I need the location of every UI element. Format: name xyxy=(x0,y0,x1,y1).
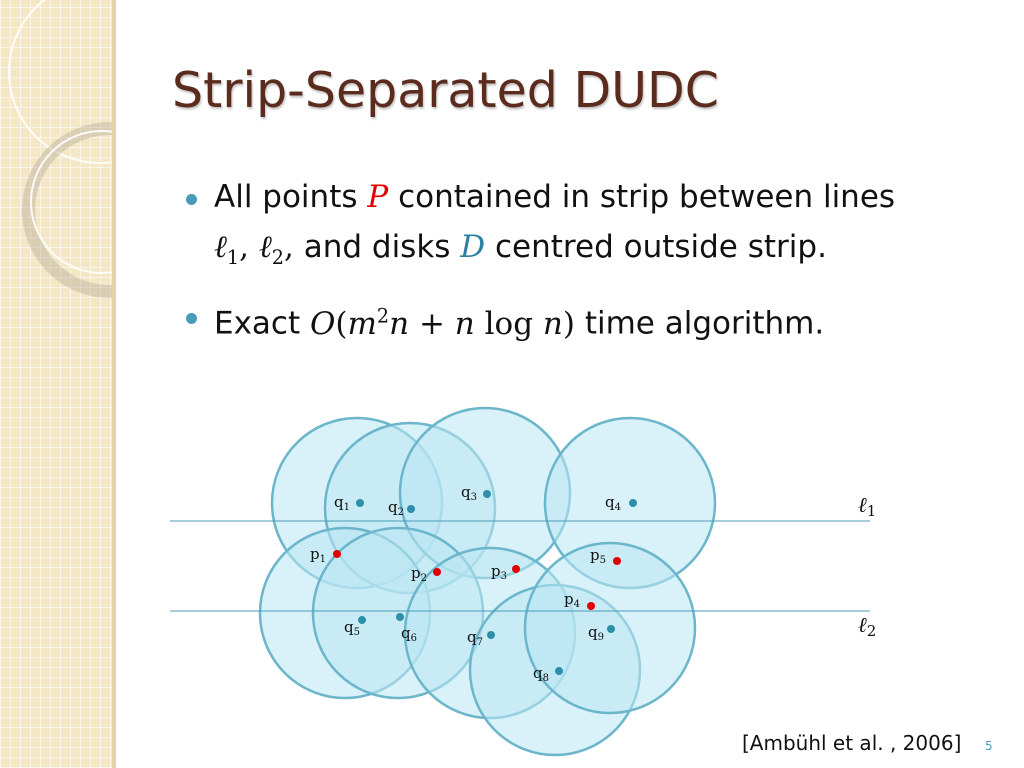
bullet-text: contained in strip between lines xyxy=(388,179,896,215)
point-q xyxy=(555,667,563,675)
line-label: ℓ1 xyxy=(858,493,876,520)
point-q xyxy=(358,616,366,624)
point-q xyxy=(487,631,495,639)
point-q xyxy=(356,499,364,507)
bullet-list: All points P contained in strip between … xyxy=(182,172,1002,357)
decorative-sidebar xyxy=(0,0,112,768)
page-number: 5 xyxy=(985,739,993,753)
bullet-text: centred outside strip. xyxy=(485,229,827,265)
bullet-dot-icon xyxy=(186,313,197,325)
point-q xyxy=(607,625,615,633)
point-p xyxy=(333,550,341,558)
point-p xyxy=(587,602,595,610)
point-q xyxy=(629,499,637,507)
bullet-item: All points P contained in strip between … xyxy=(182,172,1002,283)
math-symbol-D: D xyxy=(460,229,486,265)
bullet-dot-icon xyxy=(186,194,197,205)
citation: [Ambühl et al. , 2006] xyxy=(742,731,962,755)
point-q xyxy=(407,505,415,513)
point-q xyxy=(483,490,491,498)
math-complexity: O(m2n + n log n) xyxy=(309,304,575,342)
point-p xyxy=(512,565,520,573)
bullet-item: Exact O(m2n + n log n) time algorithm. xyxy=(182,291,1002,348)
point-p xyxy=(433,568,441,576)
point-p xyxy=(613,557,621,565)
line-label: ℓ2 xyxy=(858,613,876,640)
bullet-text: time algorithm. xyxy=(574,305,825,342)
bullet-text: Exact xyxy=(214,305,310,342)
point-q xyxy=(396,613,404,621)
sidebar-divider xyxy=(112,0,116,768)
math-line-l1: ℓ1, ℓ2, xyxy=(214,229,294,270)
math-symbol-P: P xyxy=(367,179,389,215)
bullet-text: and disks xyxy=(293,229,461,265)
slide-title: Strip-Separated DUDC xyxy=(172,62,719,119)
bullet-text: All points xyxy=(214,179,368,215)
